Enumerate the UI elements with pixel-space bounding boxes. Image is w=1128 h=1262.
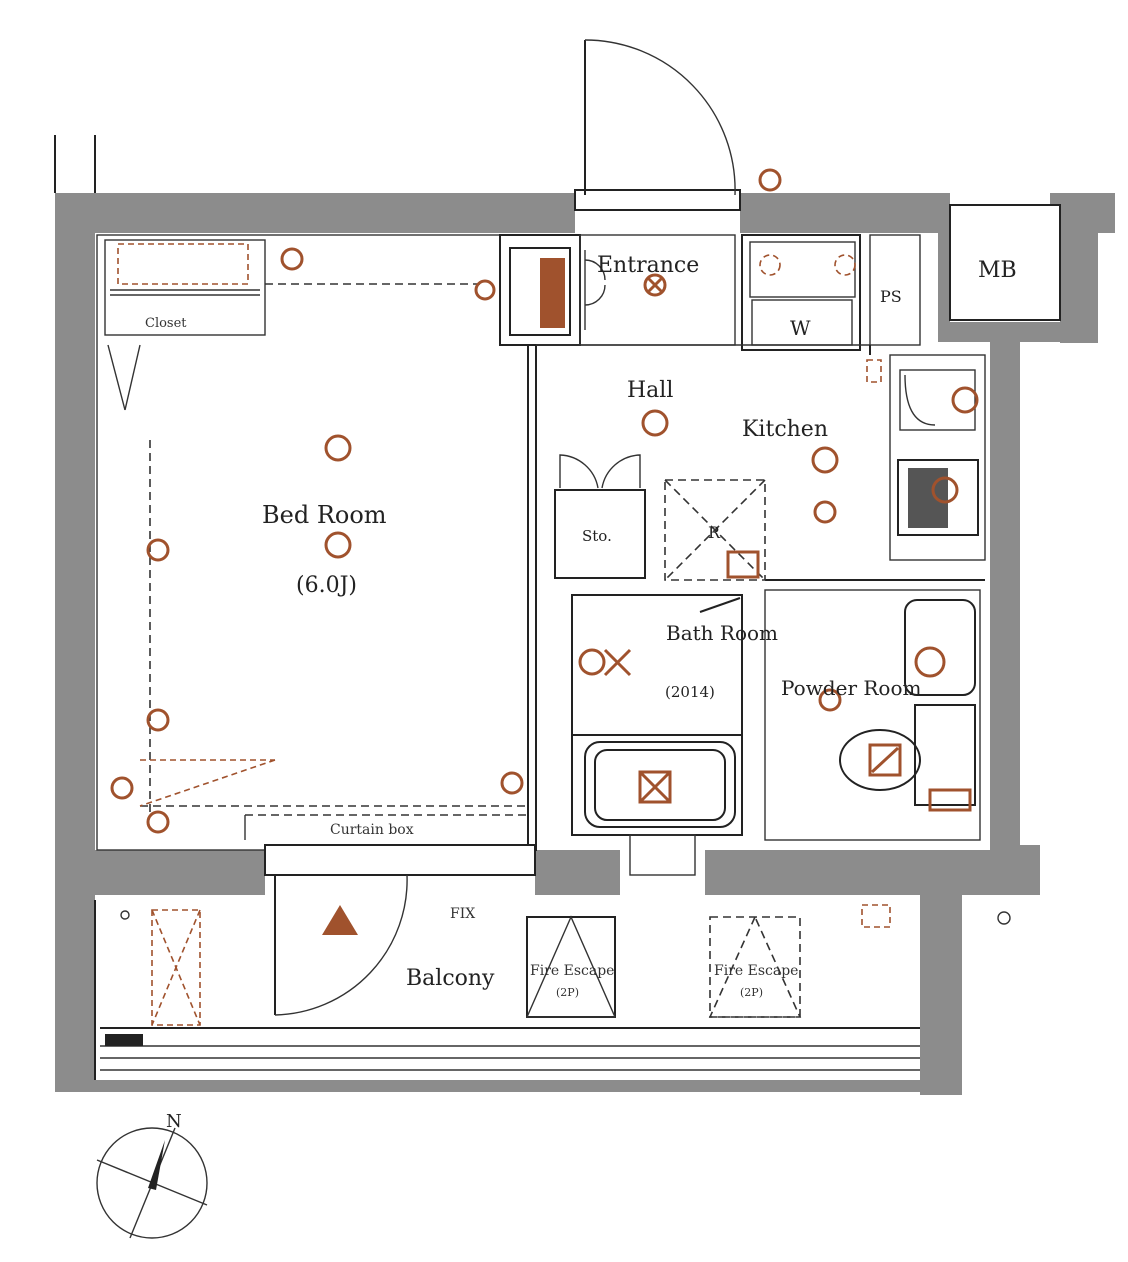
- washer-label: W: [790, 316, 811, 340]
- entrance-closet: [509, 247, 606, 336]
- powder-fixtures: [818, 599, 976, 812]
- bed-room-label: Bed Room: [262, 501, 387, 529]
- bath-fixtures: [578, 597, 741, 677]
- washer-area: W: [749, 241, 856, 346]
- mb-label: MB: [978, 258, 1017, 283]
- kitchen-label: Kitchen: [742, 417, 828, 442]
- north-compass: N: [96, 1111, 208, 1239]
- closet-label: Closet: [145, 316, 187, 331]
- room-labels: Bed Room (6.0J) Entrance Hall Kitchen St…: [262, 253, 1017, 999]
- bathtub: [584, 741, 736, 828]
- storage-doors: [559, 454, 641, 489]
- mb-box: [949, 204, 1061, 321]
- curtain-box: Curtain box: [244, 814, 528, 840]
- fire-escape-1: [525, 915, 617, 1018]
- entrance-door: [574, 39, 741, 211]
- ps-label: PS: [880, 287, 902, 306]
- light-fixtures: [110, 168, 839, 834]
- fire-escape-2-note: (2P): [740, 986, 763, 999]
- fire-escape-2: [708, 915, 802, 1018]
- balcony: [94, 900, 1011, 1080]
- kitchen-fixtures: [866, 359, 979, 536]
- balcony-label: Balcony: [406, 966, 495, 991]
- fire-escape-1-label: Fire Escape: [530, 963, 614, 979]
- compass-north-label: N: [166, 1111, 182, 1132]
- fix-label: FIX: [450, 906, 475, 922]
- refrigerator-label: R: [708, 523, 721, 542]
- closet: Closet: [107, 243, 260, 411]
- bath-room-label: Bath Room: [666, 621, 778, 645]
- powder-room-label: Powder Room: [781, 676, 922, 700]
- refrigerator: R: [664, 479, 766, 581]
- entrance-label: Entrance: [597, 253, 699, 278]
- bedroom-balcony-door: [264, 844, 536, 1016]
- bath-size-label: (2014): [665, 683, 715, 701]
- fire-escape-2-label: Fire Escape: [714, 963, 798, 979]
- hall-label: Hall: [627, 378, 673, 403]
- bed-room-size: (6.0J): [296, 573, 357, 598]
- curtain-box-label: Curtain box: [330, 822, 414, 838]
- storage-label: Sto.: [582, 527, 612, 545]
- walls: [55, 193, 1115, 1095]
- fire-escape-1-note: (2P): [556, 986, 579, 999]
